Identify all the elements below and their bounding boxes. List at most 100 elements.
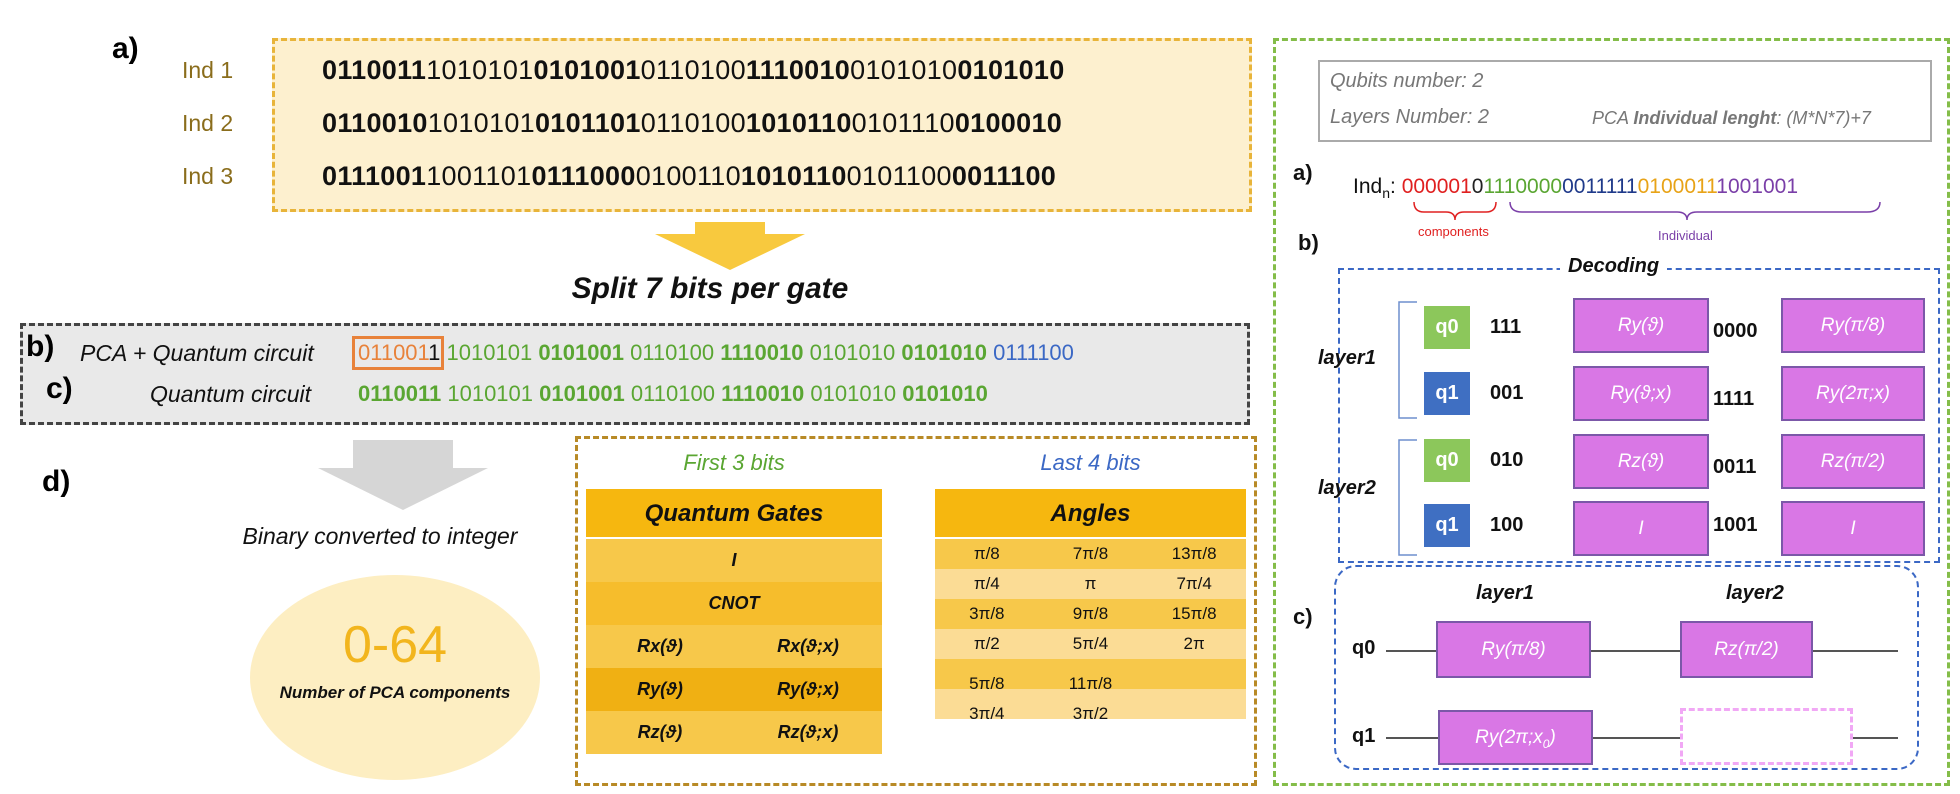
right-c-label: c) — [1293, 604, 1313, 629]
circuit-q1-label: q1 — [1352, 725, 1376, 747]
angle-bits: 1001 — [1713, 514, 1758, 536]
individuals-box — [272, 38, 1252, 212]
angle-cell — [1142, 689, 1246, 719]
encoding-braces — [1413, 201, 1881, 221]
right-panel — [1273, 38, 1950, 786]
gate-box: I — [1573, 501, 1709, 556]
qubit-q1: q1 — [1424, 504, 1470, 547]
right-b-label: b) — [1298, 230, 1319, 255]
right-a-label: a) — [1293, 160, 1313, 185]
gate-bits: 001 — [1490, 382, 1524, 404]
pca-range-caption: Number of PCA components — [279, 683, 511, 702]
angle-bits: 1111 — [1713, 388, 1755, 410]
convert-arrow-icon — [318, 440, 488, 510]
individual-bit-part: 1001001 — [1716, 175, 1799, 198]
angle-cell: 9π/8 — [1072, 604, 1109, 623]
components-label: components — [1418, 224, 1489, 239]
layers-number: Layers Number: 2 — [1330, 106, 1489, 128]
gate-box: Ry(ϑ;x) — [1573, 366, 1709, 421]
angle-cell: 11π/8 — [1068, 674, 1113, 693]
gates-table: Quantum Gates I CNOT Rx(ϑ) Rx(ϑ;x) Ry(ϑ)… — [586, 489, 882, 754]
gate-row: Rz(ϑ) Rz(ϑ;x) — [586, 711, 882, 754]
angle-row: 3π/8 9π/8 15π/8 — [935, 599, 1246, 629]
encoded-individual: Indn: 0000010111000000111110100011100100… — [1353, 175, 1799, 202]
gates-header: Quantum Gates — [586, 489, 882, 539]
angles-header: Angles — [935, 489, 1246, 539]
qubit-q0: q0 — [1424, 306, 1470, 349]
angle-cell: 2π — [1183, 634, 1205, 653]
angle-row: 3π/4 3π/2 — [935, 689, 1246, 723]
circuit-gate-q1-l1: Ry(2π;x0) — [1438, 710, 1593, 765]
quantum-circuit-name: Quantum circuit — [150, 381, 312, 407]
angle-cell: 5π/8 — [969, 674, 1005, 693]
individual-bit-part: 0011111 — [1562, 175, 1638, 198]
angle-cell: 3π/4 — [969, 704, 1005, 723]
angle-cell: 5π/4 — [1072, 634, 1109, 653]
circuit-gate-q0-l1: Ry(π/8) — [1436, 621, 1591, 678]
circuit-gate-q0-l2: Rz(π/2) — [1680, 621, 1813, 678]
angle-row: 5π/8 11π/8 — [935, 659, 1246, 693]
gate-row: Rx(ϑ) Rx(ϑ;x) — [586, 625, 882, 668]
gate-row: I — [586, 539, 882, 582]
decoding-title: Decoding — [1560, 255, 1668, 278]
gate-bits: 010 — [1490, 449, 1524, 471]
individual-length: PCA Individual lenght: (M*N*7)+7 — [1592, 108, 1871, 128]
angle-cell: π/4 — [973, 574, 1000, 593]
first-bits-caption: First 3 bits — [683, 450, 785, 475]
layer1-label: layer1 — [1318, 347, 1376, 369]
lookup-tables-box — [575, 436, 1257, 786]
last-bits-caption: Last 4 bits — [1040, 450, 1141, 475]
individual-bit-part: 1110000 — [1483, 175, 1563, 198]
pca-range-value: 0-64 — [342, 616, 448, 674]
circuit-box — [1334, 565, 1919, 770]
pca-range-ellipse — [250, 575, 540, 780]
pca-bits-highlight — [352, 336, 444, 370]
layer-brackets — [1398, 301, 1417, 556]
angle-cell: 15π/8 — [1171, 604, 1217, 623]
angle-bits: 0000 — [1713, 320, 1758, 342]
ind-2-name: Ind 2 — [182, 110, 234, 136]
circuit-layer2: layer2 — [1726, 582, 1784, 604]
gate-cell: Ry(ϑ) — [637, 679, 683, 699]
individual-bit-part: 000001 — [1401, 175, 1472, 198]
gate-angle-box: Rz(π/2) — [1781, 434, 1925, 489]
panel-b-label: b) — [26, 330, 55, 363]
encoding-box — [20, 323, 1250, 425]
pca-circuit-name: PCA + Quantum circuit — [80, 340, 314, 366]
individual-bit-part: 0 — [1471, 175, 1484, 198]
ind-3-bits: 0111001100110101110000100110101011001011… — [322, 161, 1057, 191]
angle-cell: 3π/8 — [969, 604, 1005, 623]
gate-row: CNOT — [586, 582, 882, 625]
angle-row: π/4 π 7π/4 — [935, 569, 1246, 599]
circuit-layer1: layer1 — [1476, 582, 1534, 604]
identity-gate-placeholder — [1680, 708, 1853, 765]
pca-circuit-bits: 0110011 1010101 0101001 0110100 1110010 … — [358, 340, 1074, 365]
gate-bits: 111 — [1490, 316, 1522, 338]
angle-cell: π/2 — [973, 634, 1000, 653]
gate-cell: Rx(ϑ;x) — [777, 636, 839, 656]
gate-cell: Rx(ϑ) — [637, 636, 683, 656]
gate-box: Rz(ϑ) — [1573, 434, 1709, 489]
angle-row: π/2 5π/4 2π — [935, 629, 1246, 659]
gate-angle-box: Ry(π/8) — [1781, 298, 1925, 353]
angle-cell: 7π/4 — [1176, 574, 1212, 593]
q0-wire — [1386, 650, 1898, 652]
ind-2-bits: 0110010101010101011010110100101011001011… — [322, 108, 1063, 138]
gate-angle-box: Ry(2π;x) — [1781, 366, 1925, 421]
circuit-q0-label: q0 — [1352, 637, 1376, 659]
gate-bits: 100 — [1490, 514, 1524, 536]
individual-bit-parts: 00000101110000001111101000111001001 — [1402, 175, 1798, 198]
gate-cell: Ry(ϑ;x) — [777, 679, 839, 699]
angle-cell: 13π/8 — [1171, 544, 1217, 563]
q1-wire — [1386, 737, 1898, 739]
info-box: Qubits number: 2 Layers Number: 2 PCA In… — [1318, 60, 1932, 142]
quantum-circuit-bits: 0110011 1010101 0101001 0110100 1110010 … — [358, 381, 988, 406]
gate-cell: Rz(ϑ) — [637, 722, 683, 742]
gate-angle-box: I — [1781, 501, 1925, 556]
angle-cell: 3π/2 — [1072, 704, 1109, 723]
angle-cell: π — [1084, 574, 1097, 593]
panel-d-label: d) — [42, 465, 71, 498]
gate-cell: Rz(ϑ;x) — [777, 722, 839, 742]
angle-bits: 0011 — [1713, 456, 1757, 478]
qubits-number: Qubits number: 2 — [1330, 70, 1484, 92]
